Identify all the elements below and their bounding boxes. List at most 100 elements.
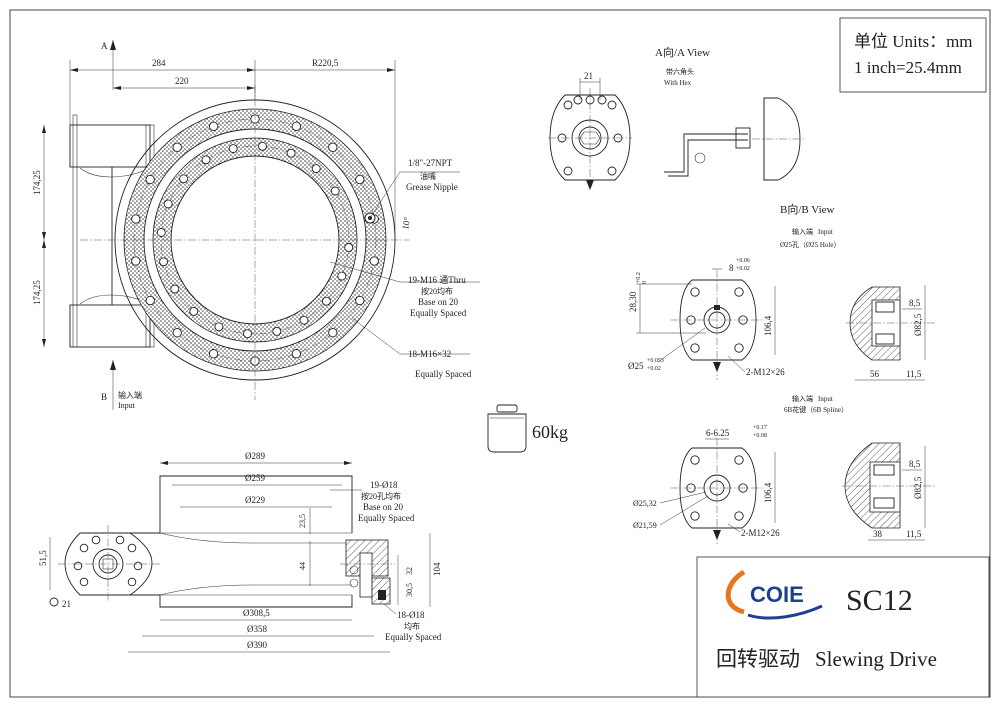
hex-wrench-icon <box>664 127 751 177</box>
sheet-border <box>9 9 991 698</box>
dim-r2205: R220,5 <box>312 58 339 68</box>
product-name-en: Slewing Drive <box>815 647 937 671</box>
bolt-hole <box>291 121 302 131</box>
bolt-hole <box>328 142 338 152</box>
section-b-label: B <box>101 392 107 402</box>
bolt-hole <box>145 295 155 306</box>
grease-en: Grease Nipple <box>406 182 458 192</box>
dim-17425-top: 174,25 <box>32 170 42 195</box>
holes-top-spec: 19-Ø18 <box>370 480 398 490</box>
holes-top-en1: Base on 20 <box>363 502 403 512</box>
units-line2: 1 inch=25.4mm <box>854 58 962 77</box>
inner-bolt-holes <box>156 141 354 339</box>
flange-hole <box>734 455 744 465</box>
bolt-hole <box>369 256 379 266</box>
dim-284: 284 <box>152 58 166 68</box>
flange-hole <box>79 577 89 587</box>
b-bolts-b: 2-M12×26 <box>741 528 780 538</box>
bolt-hole <box>228 144 238 154</box>
thru-spec: 19-M16 通Thru <box>408 275 466 285</box>
front-view: A B 输入端 Input 284 220 R220,5 174,25 174,… <box>32 40 480 410</box>
side-dim-3085: Ø308,5 <box>243 608 270 618</box>
model-number: SC12 <box>846 584 913 617</box>
holes-top-cn: 按20孔均布 <box>361 491 401 501</box>
flange-hole <box>607 100 617 110</box>
side-dim-104: 104 <box>432 562 442 576</box>
b-dim-25-tol-up: +0.053 <box>647 358 664 364</box>
title-block: COIE SC12 回转驱动 Slewing Drive <box>696 556 990 698</box>
b-view: B向/B View 输入端 Input Ø25孔（Ø25 Hole） 8 +0.… <box>628 202 935 545</box>
units-box: 单位 Units：mm 1 inch=25.4mm <box>839 17 987 93</box>
flange-hole <box>73 561 83 571</box>
side-dim-289: Ø289 <box>245 451 265 461</box>
b-dim-1064-b: 106,4 <box>763 482 773 503</box>
b-dim-85-a: 8,5 <box>909 298 921 308</box>
logo-text: COIE <box>750 582 804 607</box>
input-label-cn: 输入端 <box>118 390 142 400</box>
flange-hole <box>91 535 101 545</box>
b-dim-2159: Ø21,59 <box>633 521 657 530</box>
product-name-cn: 回转驱动 <box>716 647 800 671</box>
blind-spec: 18-M16×32 <box>408 349 451 359</box>
a-view: A向/A View 带六角头 With Hex 21 <box>548 45 805 190</box>
flange-hole <box>690 455 700 465</box>
side-dim-21: 21 <box>62 599 71 609</box>
side-dim-515: 51,5 <box>38 550 48 566</box>
hex-cn: 带六角头 <box>666 67 694 76</box>
bolt-hole <box>172 328 182 338</box>
b-dim-38: 38 <box>873 529 883 539</box>
b-dim-85-b: 8,5 <box>909 459 921 469</box>
flange-hole <box>690 287 700 297</box>
b-dim-8: 8 <box>729 263 734 273</box>
b-dim-8-tol-up: +0.06 <box>736 258 750 264</box>
b-dim-6625: 6-6.25 <box>706 428 730 438</box>
b-dim-56: 56 <box>870 369 880 379</box>
b-dim-6625-tol-up: +0.17 <box>753 425 767 431</box>
bolt-hole <box>286 148 296 158</box>
holes-bot-cn: 均布 <box>404 621 420 631</box>
weight-indicator: 60kg <box>487 404 568 453</box>
angle-10: 10° <box>400 216 412 231</box>
bolt-hole <box>170 284 180 294</box>
bolt-hole <box>321 296 331 306</box>
grease-spec: 1/8"-27NPT <box>408 158 453 168</box>
flange-hole <box>563 100 573 110</box>
section-a-label: A <box>101 41 108 51</box>
b-dim-115-b: 11,5 <box>906 529 922 539</box>
side-dim-44: 44 <box>298 562 307 570</box>
holes-bot-spec: 18-Ø18 <box>397 610 425 620</box>
b-dim-825-b: Ø82,5 <box>913 476 923 499</box>
side-dim-259: Ø259 <box>245 473 265 483</box>
b-dim-2830-tol-up: +0.2 <box>636 272 642 283</box>
hex-en: With Hex <box>664 79 692 87</box>
b-dim-2532: Ø25,32 <box>633 499 657 508</box>
b-input1-en: Input <box>818 228 833 236</box>
b-dim-115-a: 11,5 <box>906 369 922 379</box>
b-input1-hole: Ø25孔（Ø25 Hole） <box>780 241 840 249</box>
weight-value: 60kg <box>532 422 568 442</box>
bolt-hole <box>291 349 302 359</box>
bolt-hole <box>330 186 340 196</box>
flange-hole <box>127 577 137 587</box>
bolt-hole <box>208 121 219 131</box>
b-view-title: B向/B View <box>780 202 835 216</box>
bolt-hole <box>159 257 169 267</box>
b-dim-25-tol-dn: +0.02 <box>647 366 661 372</box>
units-line1: 单位 Units：mm <box>854 32 973 51</box>
dim-17425-bot: 174,25 <box>32 280 42 305</box>
flange-hole <box>573 95 583 105</box>
bolt-hole <box>163 199 173 209</box>
side-dim-358: Ø358 <box>247 624 267 634</box>
side-dim-32: 32 <box>405 567 414 575</box>
bolt-hole <box>344 243 354 252</box>
flange-hole <box>607 166 617 176</box>
thru-en2: Equally Spaced <box>410 308 467 318</box>
b-dim-2830-tol-dn: 0 <box>642 281 648 284</box>
b-dim-825-a: Ø82,5 <box>913 313 923 336</box>
bolt-hole <box>299 315 309 325</box>
bolt-hole <box>337 271 347 281</box>
grease-cn: 油嘴 <box>420 171 436 181</box>
holes-bot-en: Equally Spaced <box>385 632 442 642</box>
bolt-hole <box>214 322 224 332</box>
